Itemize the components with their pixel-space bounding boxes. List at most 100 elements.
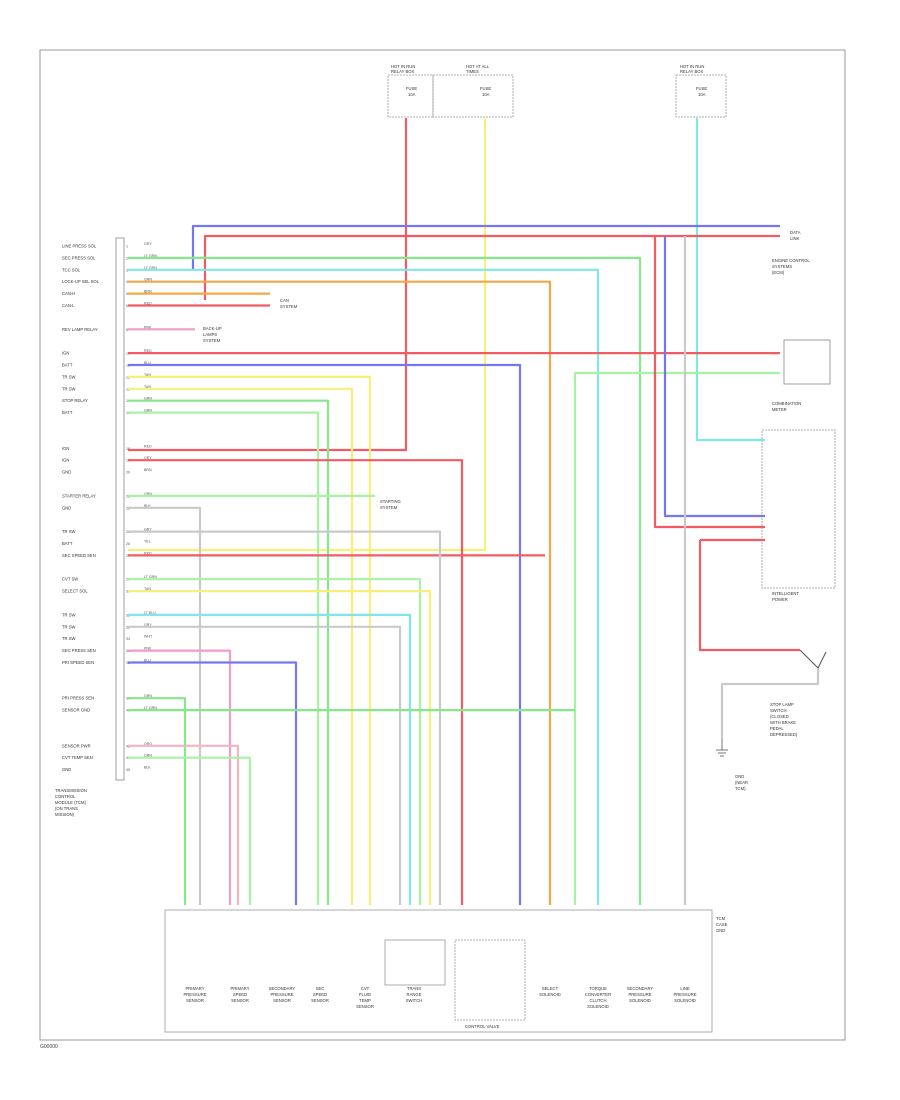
wire-color-label: GRN [144, 278, 152, 282]
tcm-title-line: MODULE (TCM) [55, 800, 87, 805]
wire-color-label: GRN [144, 397, 152, 401]
bottom-component-label: SPEED [313, 992, 327, 997]
bottom-component-label: CLUTCH [590, 998, 607, 1003]
wire-color-label: GRY [144, 623, 152, 627]
wire-color-label: TAN [144, 385, 151, 389]
wire-gray-gnd [720, 668, 820, 738]
wire-red-can-l [203, 234, 780, 300]
bottom-component-label: FLUID [359, 992, 371, 997]
bottom-component-label: SOLENOID [674, 998, 696, 1003]
wire-tan-trsw-2 [128, 387, 354, 905]
box-label: FUSE [480, 86, 491, 91]
wire-red-stop-lamp [698, 540, 800, 652]
bottom-component-label: PRESSURE [628, 992, 651, 997]
stop-lamp-switch-label: DEPRESSED) [770, 732, 798, 737]
bottom-component-labels: PRIMARYPRESSURESENSORPRIMARYSPEEDSENSORS… [183, 986, 696, 1009]
box-label: HOT IN RUN [680, 64, 704, 69]
tcm-pin-label: IGN [62, 351, 69, 356]
side-texts: DATA LINK ENGINE CONTROL SYSTEMS (ECM) C… [203, 230, 810, 933]
hot-in-run-box-2: HOT IN RUN RELAY BOX FUSE 10A [675, 64, 727, 118]
engine-control-label: ENGINE CONTROL [772, 258, 810, 263]
trans-range-switch-box [384, 939, 446, 986]
bottom-component-label: SPEED [233, 992, 247, 997]
box-label: 10A [408, 92, 416, 97]
tcm-title: TRANSMISSION CONTROL MODULE (TCM) (ON TR… [55, 788, 87, 817]
wire-color-label: RED [144, 551, 152, 555]
tcm-pin-label: BATT [62, 410, 73, 415]
tcm-pin-label: SENSOR PWR [62, 743, 91, 748]
bottom-component-label: SWITCH [406, 998, 423, 1003]
bottom-component-label: SOLENOID [539, 992, 561, 997]
bottom-component-label: PRIMARY [230, 986, 249, 991]
tcm-title-line: CONTROL [55, 794, 76, 799]
wire-green-stop-relay [128, 399, 330, 905]
tcm-pin-label: TR SW [62, 529, 76, 534]
wire-color-label: LT BLU [144, 611, 156, 615]
combination-meter-label: COMBINATION [772, 401, 801, 406]
bottom-component-label: SOLENOID [629, 998, 651, 1003]
starting-system-label: SYSTEM [380, 505, 398, 510]
tcm-pin-label: GND [62, 505, 71, 510]
bottom-component-label: TEMP [359, 998, 371, 1003]
wire-green-sec-press [128, 256, 642, 905]
gnd-label: GND [735, 774, 744, 779]
control-valve-box [454, 939, 526, 1021]
bottom-component-label: PRIMARY [185, 986, 204, 991]
wire-layer [128, 118, 820, 905]
bottom-component-label: PRESSURE [183, 992, 206, 997]
bottom-component-label: TORQUE [589, 986, 607, 991]
tcm-pin-label: TCC SOL [62, 267, 81, 272]
wire-green-batt [128, 411, 320, 905]
bottom-component-label: SENSOR [273, 998, 291, 1003]
cvt-unit-box [164, 909, 713, 1033]
bottom-component-label: SELECT [542, 986, 559, 991]
bottom-component-label: SENSOR [356, 1004, 374, 1009]
wire-green-cvt-temp [128, 756, 252, 905]
wire-color-label: WHT [144, 635, 153, 639]
tcm-pin-label: TR SW [62, 612, 76, 617]
tcm-pin-label: TR SW [62, 386, 76, 391]
tcm-title-line: MISSION) [55, 812, 75, 817]
bottom-component-label: RANGE [407, 992, 422, 997]
combination-meter-label: METER [772, 407, 787, 412]
tcm-pin-label: GND [62, 767, 71, 772]
wire-gray-trsw [128, 530, 442, 905]
wire-color-label: GRY [144, 242, 152, 246]
tcm-pin-label: SELECT SOL [62, 589, 88, 594]
wire-lt-blue-trsw [128, 613, 412, 905]
starting-system-label: STARTING [380, 499, 401, 504]
wire-tan-select [128, 589, 432, 905]
hot-in-run-box-1: HOT IN RUN RELAY BOX FUSE 10A [387, 64, 434, 118]
stop-lamp-switch-label: PEDAL [770, 726, 784, 731]
figure-code: G00000 [40, 1044, 58, 1050]
wire-gray-gnd-tcm [128, 506, 202, 905]
wire-orange-sensor-pwr [128, 744, 240, 905]
wire-color-label: BRN [144, 290, 152, 294]
tcm-pin-label: TR SW [62, 374, 76, 379]
wire-color-label: RED [144, 302, 152, 306]
box-label: 10A [698, 92, 706, 97]
tcm-pin-label: TR SW [62, 636, 76, 641]
wire-color-label: GRN [144, 694, 152, 698]
wire-color-label: LT GRN [144, 266, 157, 270]
diagram-frame [39, 49, 846, 1041]
ipdm-label: POWER [772, 597, 788, 602]
ipdm-label: INTELLIGENT [772, 591, 799, 596]
tcm-pin-label: CAN-L [62, 303, 75, 308]
combination-meter-box [783, 339, 831, 385]
stop-lamp-switch-label: SWITCH [770, 708, 787, 713]
wire-color-label: RED [144, 349, 152, 353]
gnd-label: TCM) [735, 786, 746, 791]
tcm-pin-label: SENSOR GND [62, 708, 90, 713]
tcm-pin-label: GND [62, 470, 71, 475]
wire-red-ign [128, 118, 408, 452]
wire-color-label: BLU [144, 361, 151, 365]
wire-color-label: ORG [144, 742, 152, 746]
tcm-title-line: TRANSMISSION [55, 788, 87, 793]
wire-red-ign-2 [128, 459, 464, 905]
wire-lt-green-meter [573, 371, 780, 905]
box-label: HOT IN RUN [391, 64, 415, 69]
tcm-pin-number: 45 [126, 768, 130, 772]
can-system-label: SYSTEM [280, 304, 298, 309]
